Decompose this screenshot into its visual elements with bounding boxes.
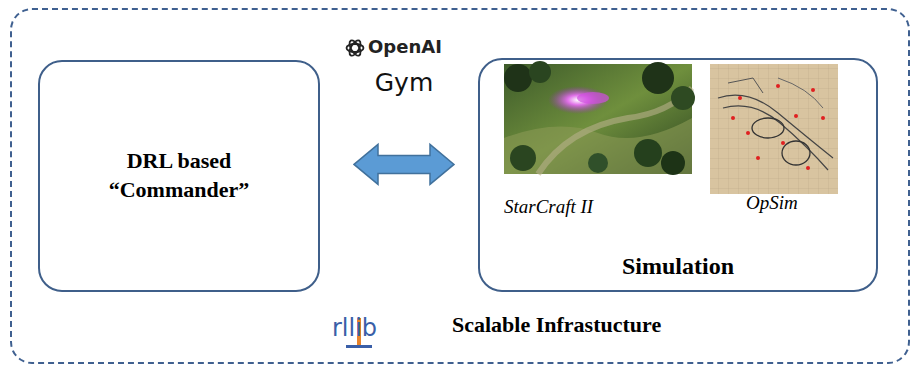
infrastructure-region: Scalable Infrastucture DRL based “Command… — [10, 8, 910, 364]
opsim-image — [710, 64, 838, 194]
image-caption: OpSim — [746, 192, 798, 214]
edge-label: Gym — [375, 68, 434, 97]
simulation-box: Simulation — [478, 58, 878, 292]
box-title: DRL based “Commander” — [60, 147, 298, 204]
openai-name: OpenAI — [368, 36, 442, 57]
openai-logo — [344, 37, 366, 59]
rllib-logo: rllib — [332, 314, 377, 342]
box-title: Simulation — [480, 253, 876, 280]
double-arrow — [354, 144, 454, 184]
image-caption: StarCraft II — [504, 196, 593, 218]
starcraft-image — [504, 61, 695, 175]
commander-box: DRL based “Commander” — [38, 60, 320, 292]
region-title: Scalable Infrastucture — [452, 312, 661, 338]
